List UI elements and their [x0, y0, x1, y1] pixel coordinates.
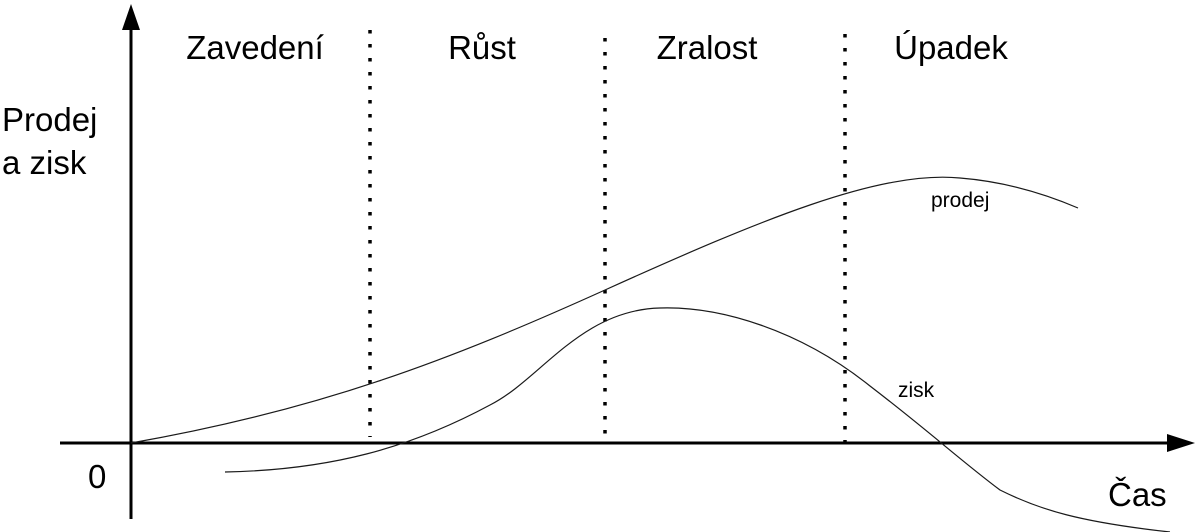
sales-curve-label: prodej: [931, 189, 989, 212]
x-axis-label: Čas: [1108, 476, 1167, 513]
origin-label: 0: [88, 458, 106, 495]
y-axis-label-line-2: a zisk: [2, 144, 87, 181]
stage-label-introduction: Zavedení: [186, 29, 324, 66]
profit-curve-label: zisk: [898, 379, 935, 402]
y-axis-arrow-icon: [122, 4, 140, 30]
sales-curve: [130, 176, 1079, 444]
x-axis-arrow-icon: [1167, 434, 1195, 452]
stage-label-maturity: Zralost: [657, 29, 758, 66]
stage-label-growth: Růst: [448, 29, 516, 66]
profit-curve: [224, 307, 1171, 532]
stage-label-decline: Úpadek: [894, 29, 1008, 66]
y-axis-label-line-1: Prodej: [2, 101, 97, 138]
